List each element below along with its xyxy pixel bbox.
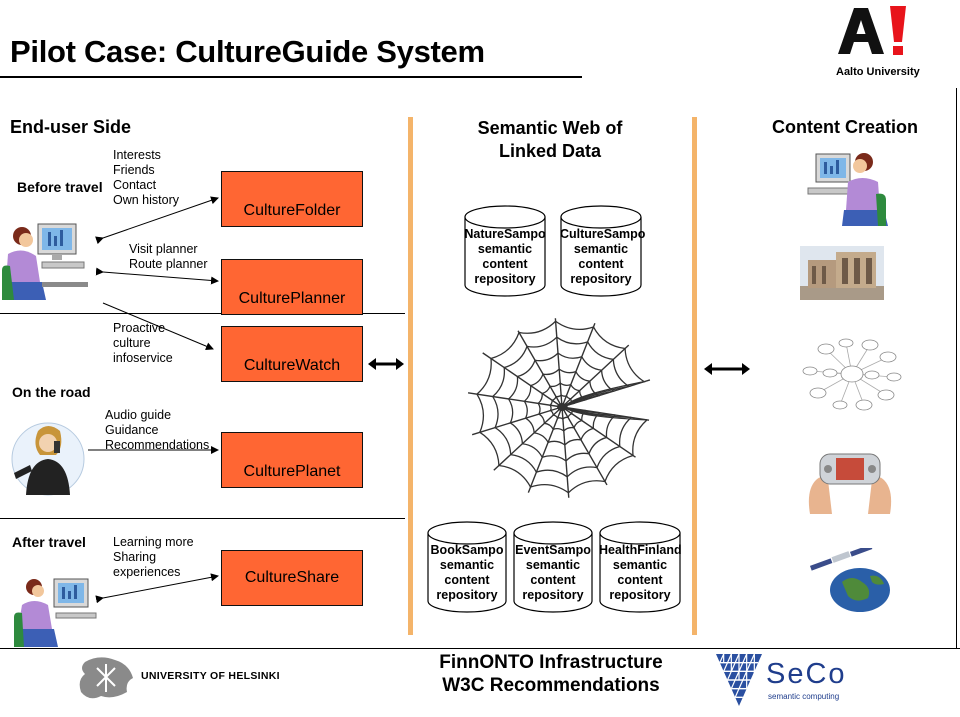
feature-item: Friends: [113, 163, 155, 177]
database-icon: [599, 521, 681, 613]
repository-label: EventSampo semantic content repository: [513, 543, 593, 603]
repository-line: semantic: [439, 558, 495, 572]
feature-item: Audio guide: [105, 408, 172, 422]
database-icon: [560, 205, 642, 297]
divider-left: [408, 117, 413, 635]
repository-line: content: [617, 573, 663, 587]
footer-line-infrastructure: FinnONTO Infrastructure: [439, 652, 663, 673]
helsinki-logo-mark: [79, 657, 133, 699]
arrow-user-to-watch: [102, 302, 214, 350]
mobile-user-icon: [11, 422, 85, 496]
aalto-logo: Aalto University: [834, 4, 930, 80]
seco-logo: SeCo semantic computing: [714, 648, 847, 710]
repository-eventsampo: EventSampo semantic content repository: [513, 521, 593, 613]
user-at-computer-icon: [2, 223, 88, 300]
semantic-web-header-line1: Semantic Web of: [477, 118, 623, 138]
separator-right-edge: [956, 88, 957, 648]
repository-name: EventSampo: [515, 543, 591, 557]
repository-label: BookSampo semantic content repository: [427, 543, 507, 603]
ontology-map-icon: [802, 338, 902, 411]
helsinki-logo: UNIVERSITY OF HELSINKI: [75, 652, 280, 704]
feature-item: infoservice: [113, 351, 173, 365]
feature-item: Interests: [113, 148, 161, 162]
culture-folder-box: CultureFolder: [221, 171, 363, 227]
feature-item: Learning more: [113, 535, 194, 549]
repository-name: HealthFinland: [599, 543, 682, 557]
aalto-name: Aalto University: [836, 66, 920, 78]
features-planet: Audio guide Guidance Recommendations: [105, 408, 209, 453]
repository-line: semantic: [612, 558, 668, 572]
handheld-device-icon: [808, 453, 892, 514]
repository-line: semantic: [477, 242, 533, 256]
aalto-logo-mark: [838, 6, 906, 55]
database-icon: [464, 205, 546, 297]
user-sharing-icon: [14, 578, 97, 647]
helsinki-name: UNIVERSITY OF HELSINKI: [141, 670, 280, 682]
repository-line: semantic: [573, 242, 629, 256]
culture-share-box: CultureShare: [221, 550, 363, 606]
arrow-user-to-folder: [95, 196, 219, 245]
repository-name: BookSampo: [430, 543, 504, 557]
repository-healthfinland: HealthFinland semantic content repositor…: [599, 521, 682, 613]
repository-line: content: [530, 573, 576, 587]
building-photo-icon: [800, 246, 884, 300]
repository-label: HealthFinland semantic content repositor…: [599, 543, 682, 603]
feature-item: Sharing: [113, 550, 157, 564]
feature-item: Proactive: [113, 321, 166, 335]
seco-subtitle: semantic computing: [768, 692, 840, 701]
repository-line: repository: [436, 588, 498, 602]
repository-line: repository: [522, 588, 584, 602]
database-icon: [427, 521, 507, 613]
semantic-web-header-line2: Linked Data: [498, 141, 602, 161]
repository-label: NatureSampo semantic content repository: [464, 227, 546, 287]
repository-line: repository: [609, 588, 671, 602]
repository-naturesampo: NatureSampo semantic content repository: [464, 205, 546, 297]
phase-after-travel: After travel: [12, 534, 86, 550]
end-user-header: End-user Side: [10, 117, 132, 137]
arrow-user-to-planner: [95, 267, 219, 285]
repository-culturesampo: CultureSampo semantic content repository: [560, 205, 646, 297]
feature-item: culture: [113, 336, 151, 350]
phase-before-travel: Before travel: [17, 179, 103, 195]
repository-line: semantic: [525, 558, 581, 572]
separator-top: [0, 313, 405, 314]
divider-right: [692, 117, 697, 635]
spider-web-icon: [467, 318, 651, 498]
repository-name: NatureSampo: [464, 227, 546, 241]
repository-label: CultureSampo semantic content repository: [560, 227, 646, 287]
content-creation-header: Content Creation: [772, 117, 918, 137]
features-watch: Proactive culture infoservice: [113, 321, 173, 366]
content-creator-icon: [807, 153, 888, 226]
culture-planet-box: CulturePlanet: [221, 432, 363, 488]
repository-name: CultureSampo: [560, 227, 646, 241]
feature-item: Contact: [113, 178, 157, 192]
culture-watch-box: CultureWatch: [221, 326, 363, 382]
repository-line: repository: [570, 272, 632, 286]
repository-line: repository: [474, 272, 536, 286]
separator-bottom: [0, 518, 405, 519]
repository-line: content: [578, 257, 624, 271]
feature-item: Visit planner: [129, 242, 198, 256]
globe-satellite-icon: [809, 548, 890, 612]
semantic-web-header: Semantic Web of Linked Data: [450, 117, 650, 163]
phase-on-the-road: On the road: [12, 384, 91, 400]
repository-line: content: [482, 257, 528, 271]
repository-line: content: [444, 573, 490, 587]
feature-item: Recommendations: [105, 438, 210, 452]
arrow-user-to-share: [95, 573, 219, 604]
footer-line-recommendations: W3C Recommendations: [442, 675, 660, 696]
title-rule: [0, 76, 582, 78]
database-icon: [513, 521, 593, 613]
culture-planner-box: CulturePlanner: [221, 259, 363, 315]
seco-logo-mark: [716, 653, 762, 706]
footer-text: FinnONTO Infrastructure W3C Recommendati…: [420, 651, 682, 697]
seco-name: SeCo: [766, 658, 847, 690]
feature-item: Guidance: [105, 423, 159, 437]
repository-booksampo: BookSampo semantic content repository: [427, 521, 507, 613]
separator-footer: [0, 648, 960, 649]
page-title: Pilot Case: CultureGuide System: [10, 34, 485, 69]
